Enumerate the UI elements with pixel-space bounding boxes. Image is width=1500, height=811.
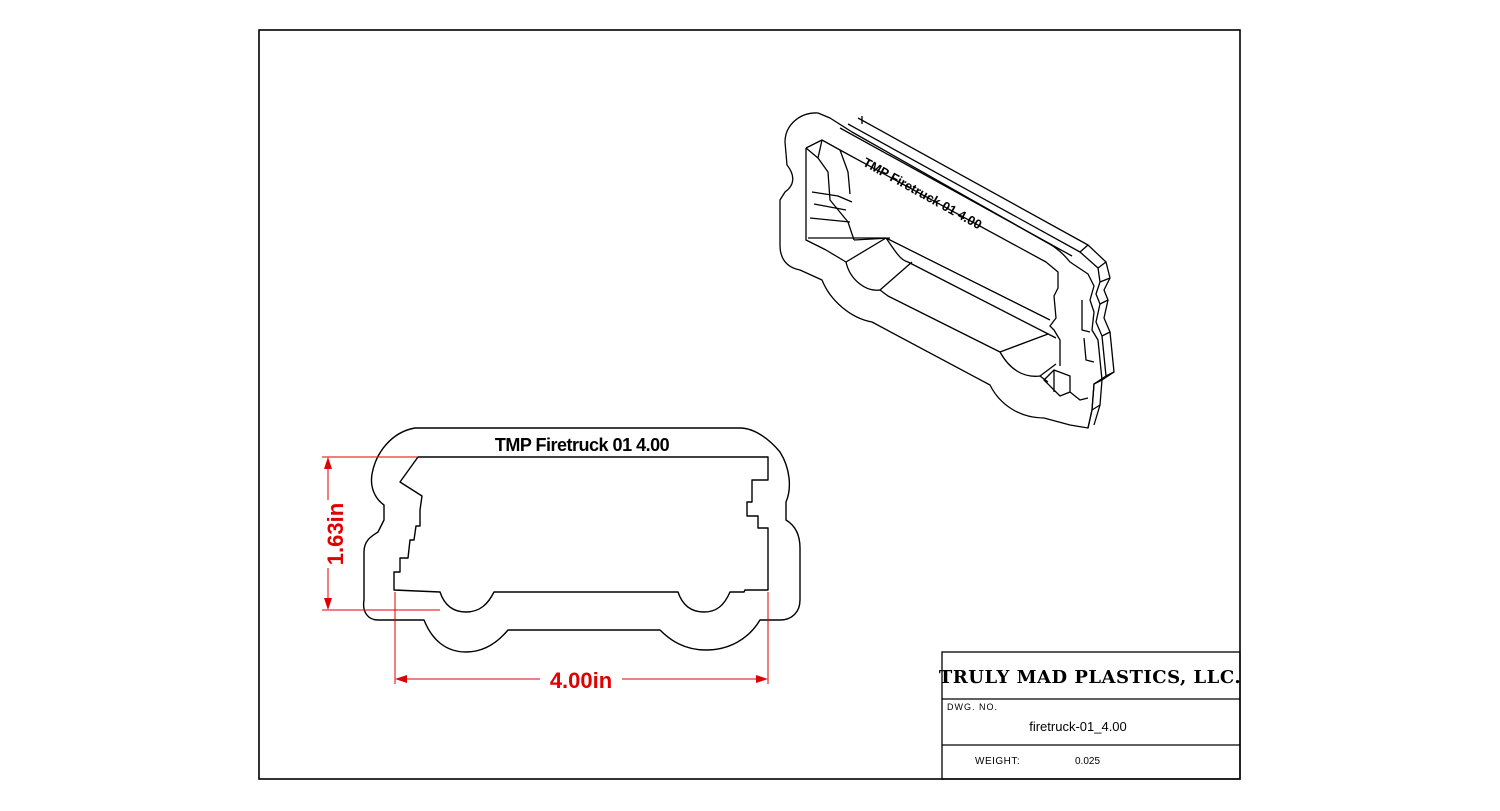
- dimension-width-label: 4.00in: [550, 668, 612, 693]
- dimension-height: [322, 456, 440, 611]
- outer-outline: [362, 427, 801, 653]
- front-engraved-label: TMP Firetruck 01 4.00: [495, 435, 670, 455]
- weight-value: 0.025: [1075, 756, 1100, 767]
- dwg-no-value: firetruck-01_4.00: [1029, 719, 1127, 734]
- title-block: [941, 651, 1241, 780]
- inner-outline: [393, 456, 769, 613]
- dimension-width: [394, 592, 769, 684]
- weight-label: WEIGHT:: [975, 756, 1020, 767]
- sheet-border: [258, 29, 1241, 780]
- iso-engraved-label: TMP Firetruck 01 4.00: [861, 155, 985, 233]
- front-view: [362, 427, 801, 653]
- isometric-view: [779, 112, 1115, 429]
- dimension-height-label: 1.63in: [323, 503, 348, 565]
- company-name: TRULY MAD PLASTICS, LLC.: [939, 667, 1241, 688]
- dwg-no-label: DWG. NO.: [947, 702, 998, 712]
